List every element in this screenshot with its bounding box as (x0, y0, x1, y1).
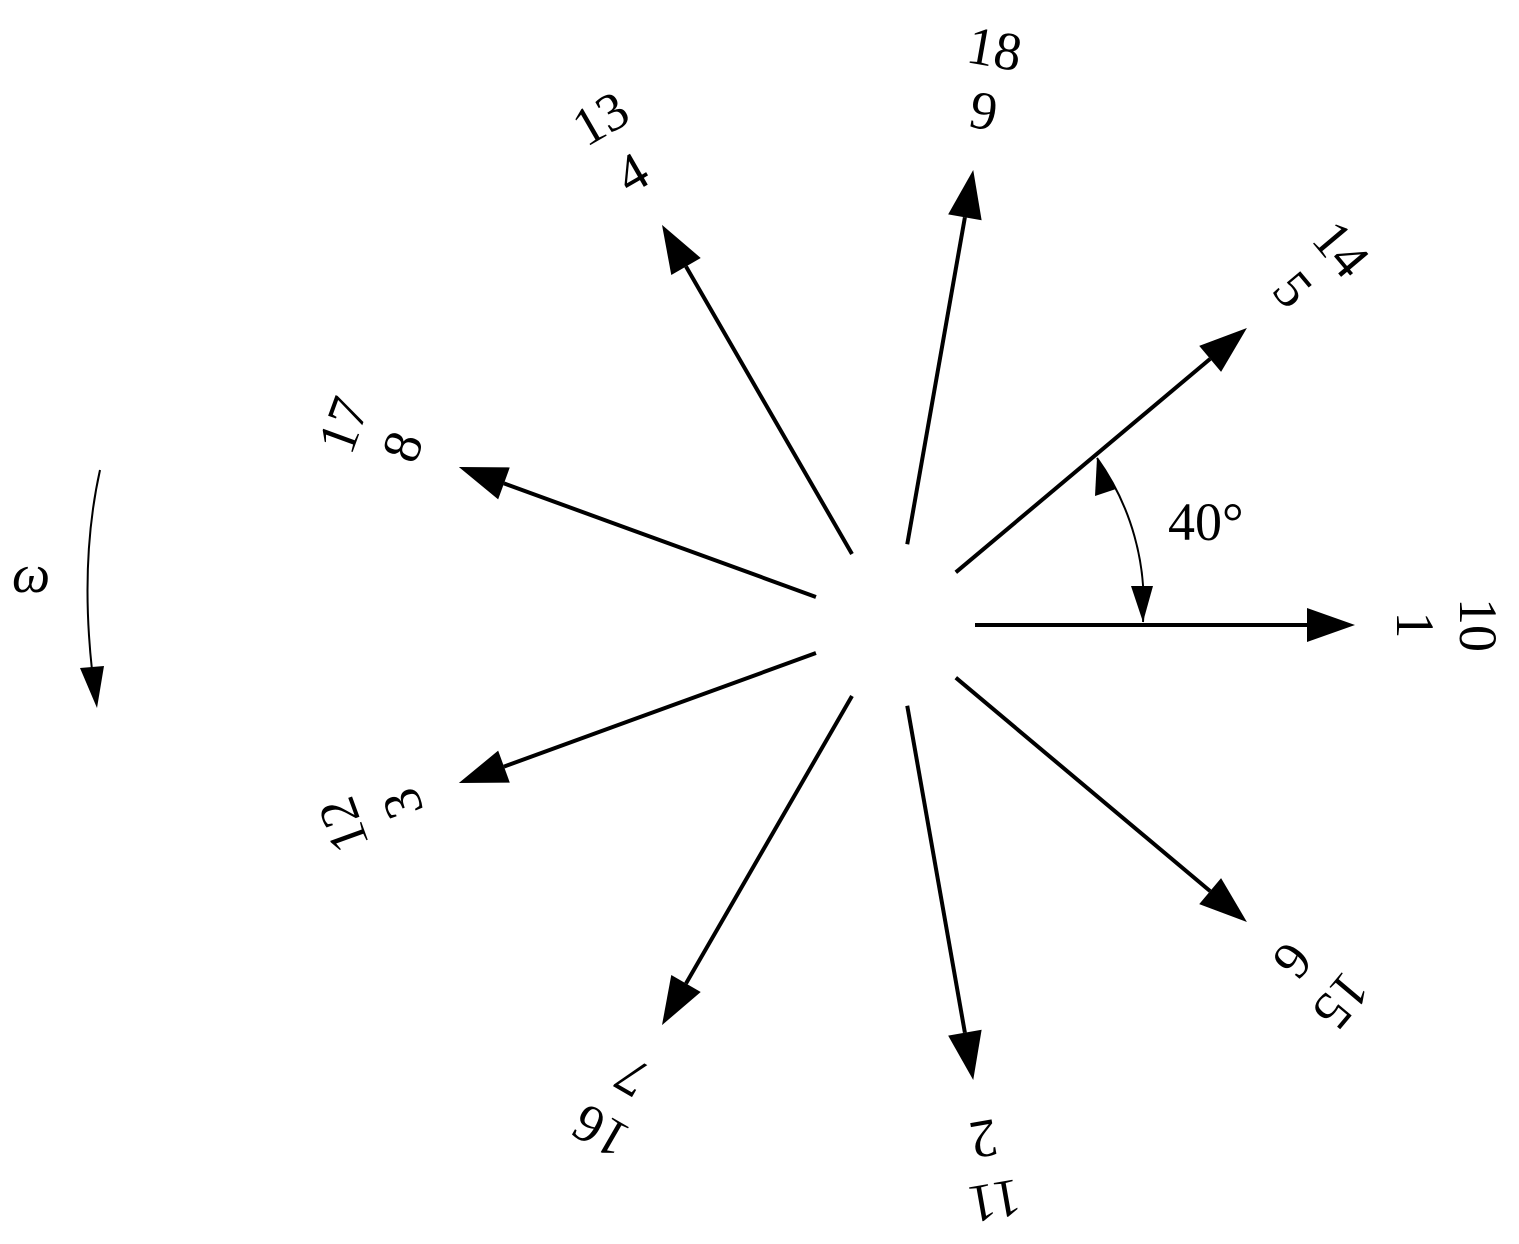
phasor-label-outer: 11 (964, 1167, 1026, 1235)
phasor-4: 413 (562, 79, 854, 555)
rotation-arrowhead (80, 666, 104, 708)
phasor-arrowhead (662, 224, 701, 275)
phasor-label-inner: 5 (1261, 260, 1324, 319)
phasor-label-inner: 1 (1385, 612, 1445, 639)
phasor-3: 312 (306, 651, 817, 861)
phasor-arrowhead (1199, 328, 1247, 372)
phasor-label-inner: 3 (370, 781, 436, 827)
phasor-arrowhead (662, 975, 701, 1026)
phasor-9: 918 (905, 15, 1027, 545)
angle-arc-arrowhead-bottom (1131, 586, 1153, 622)
rotation-indicator: ω (12, 469, 104, 708)
phasor-line (503, 481, 817, 599)
phasor-line (905, 705, 967, 1034)
angle-arc-arrowhead-top (1095, 458, 1116, 496)
phasor-label-inner: 8 (370, 424, 436, 470)
phasor-label-inner: 9 (965, 79, 1002, 143)
phasor-line (503, 651, 817, 769)
phasor-7: 716 (562, 695, 854, 1171)
rotation-arc (86, 469, 101, 671)
phasor-line (954, 676, 1212, 893)
phasor-label-inner: 4 (605, 140, 658, 205)
phasor-label-inner: 2 (965, 1107, 1002, 1171)
phasor-line (954, 357, 1212, 574)
phasor-label-inner: 6 (1261, 931, 1324, 990)
phasor-arrowhead (1307, 608, 1355, 642)
phasor-arrowhead (948, 170, 982, 221)
phasor-label-outer: 10 (1448, 598, 1508, 652)
phasor-line (684, 265, 854, 555)
angle-indicator: 40° (1095, 457, 1244, 623)
phasor-arrowhead (948, 1029, 982, 1080)
phasor-6: 615 (954, 676, 1381, 1041)
rotation-symbol: ω (12, 544, 50, 604)
phasor-label-inner: 7 (605, 1044, 658, 1109)
phasor-label-outer: 12 (306, 789, 381, 860)
angle-label: 40° (1168, 492, 1244, 552)
phasor-label-outer: 18 (963, 15, 1027, 83)
phasor-line (684, 695, 854, 985)
phasor-8: 817 (306, 389, 817, 599)
phasor-2: 211 (905, 705, 1026, 1235)
phasor-arrowhead (458, 466, 510, 500)
phasor-arrowhead (458, 750, 510, 784)
phasor-arrowhead (1199, 878, 1247, 922)
phasor-line (905, 216, 967, 545)
